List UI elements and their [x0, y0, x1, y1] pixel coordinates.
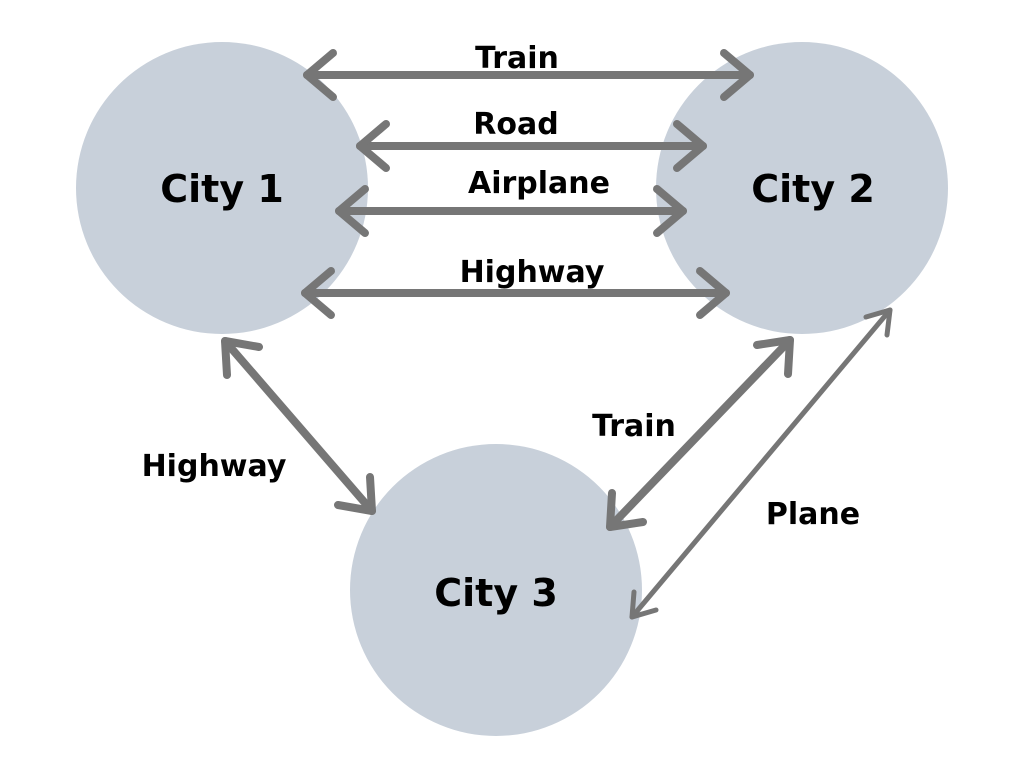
edge-road-1-2-label: Road [473, 107, 558, 142]
node-city1: City 1 [76, 42, 368, 334]
edge-train-2-3-arrowhead-end [606, 489, 647, 531]
edge-road-1-2-arrowhead-end [673, 120, 707, 172]
edge-train-1-2 [303, 49, 754, 101]
edge-highway-1-2-arrowhead-start [301, 267, 335, 319]
edge-train-1-2-arrowhead-start [303, 49, 337, 101]
edge-highway-1-3-arrowhead-end [334, 473, 376, 515]
edge-plane-2-3-arrowhead-start [863, 307, 893, 338]
edge-train-2-3-arrowhead-start [753, 336, 794, 378]
city2-circle [656, 42, 948, 334]
edge-train-2-3-line [606, 336, 794, 531]
edge-airplane-1-2-arrowhead-end [653, 185, 687, 237]
edge-airplane-1-2-arrowhead-start [335, 185, 369, 237]
edge-highway-1-2-label: Highway [460, 255, 605, 290]
edge-road-1-2-arrowhead-start [356, 120, 390, 172]
edge-highway-1-2 [301, 267, 730, 319]
edge-plane-2-3-arrowhead-end [629, 589, 659, 620]
edge-highway-1-3-arrowhead-start [221, 337, 263, 379]
city1-label: City 1 [160, 167, 284, 211]
edge-highway-1-3-label: Highway [142, 449, 287, 484]
edge-road-1-2 [356, 120, 707, 172]
edge-train-2-3 [606, 336, 794, 531]
city1-circle [76, 42, 368, 334]
edge-airplane-1-2 [335, 185, 687, 237]
edge-train-1-2-arrowhead-end [720, 49, 754, 101]
city3-label: City 3 [434, 571, 558, 615]
edge-plane-2-3-label: Plane [766, 497, 860, 532]
edge-train-2-3-label: Train [592, 409, 676, 444]
city2-label: City 2 [751, 167, 875, 211]
edge-airplane-1-2-label: Airplane [468, 166, 610, 201]
node-city2: City 2 [656, 42, 948, 334]
edge-train-1-2-label: Train [475, 41, 559, 76]
edge-plane-2-3-line [629, 307, 893, 620]
city3-circle [350, 444, 642, 736]
edge-highway-1-2-arrowhead-end [696, 267, 730, 319]
edge-plane-2-3 [629, 307, 893, 620]
edge-highway-1-3-line [221, 337, 376, 515]
edge-highway-1-3 [221, 337, 376, 515]
node-city3: City 3 [350, 444, 642, 736]
